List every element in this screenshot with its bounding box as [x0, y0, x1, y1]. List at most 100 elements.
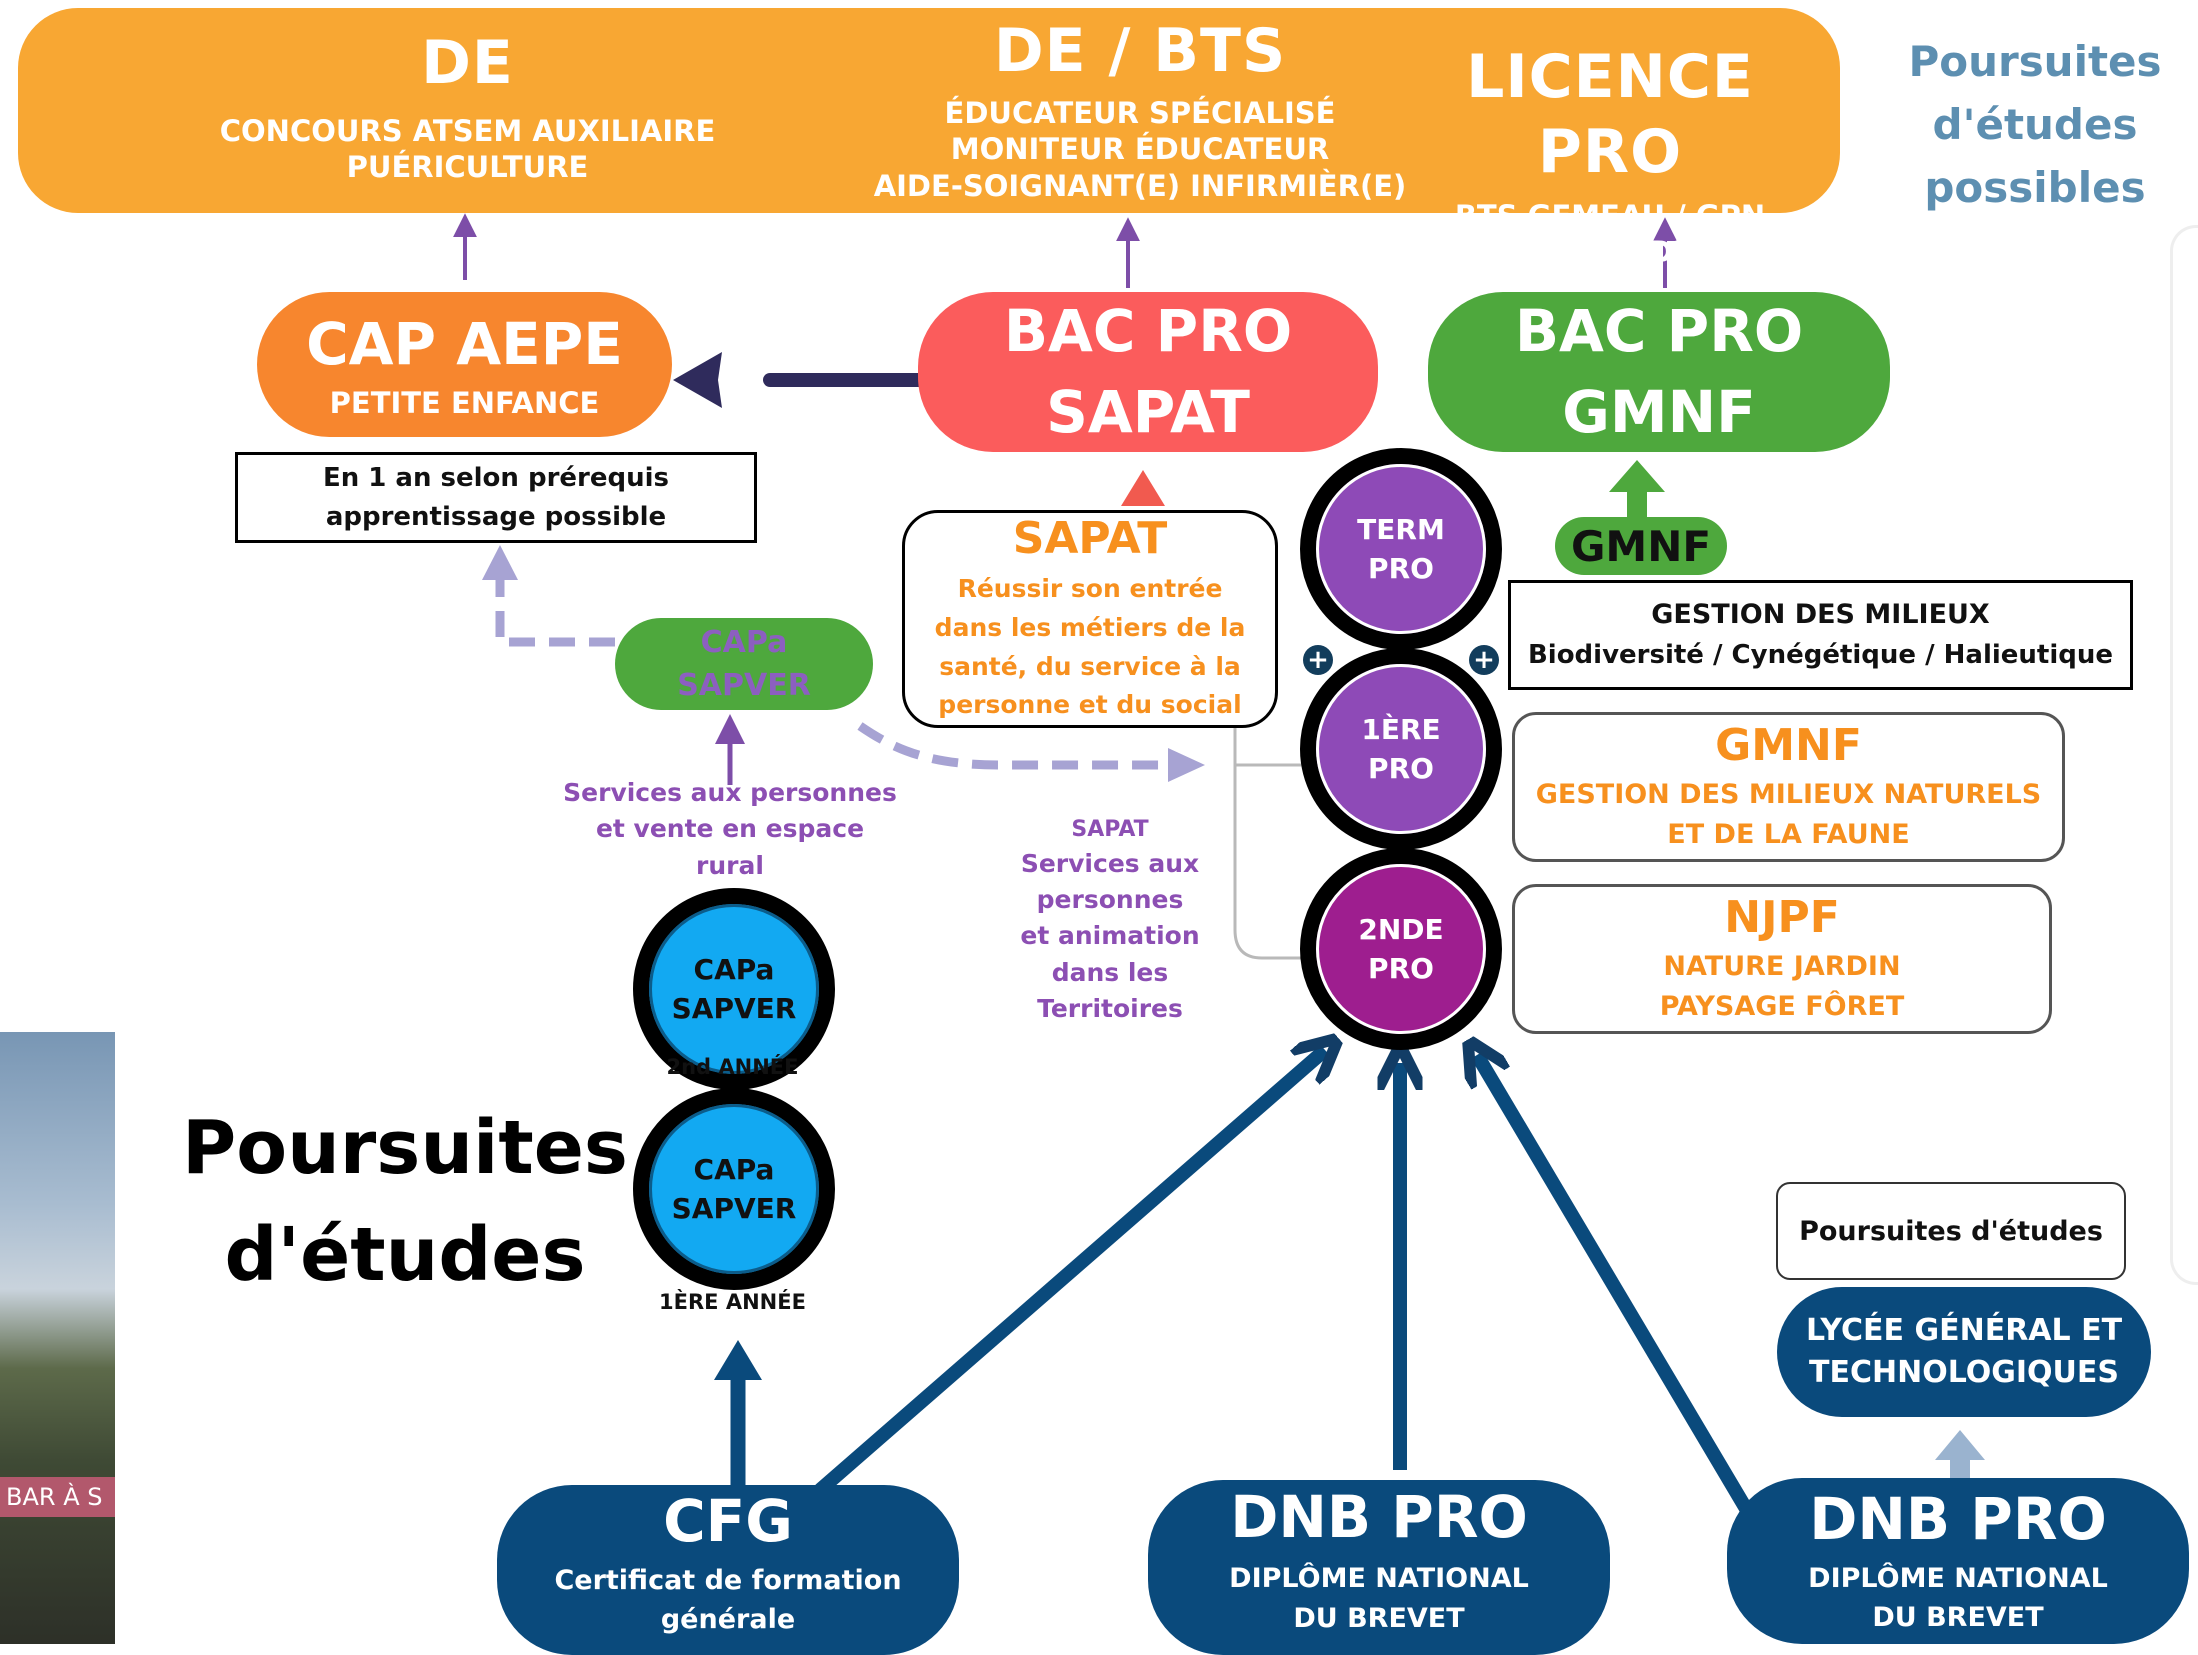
seconde-line-1: 2NDE: [1358, 912, 1444, 946]
dashed-capa-to-note: [495, 560, 615, 647]
gmnf-box-body: GESTION DES MILIEUX NATURELS ET DE LA FA…: [1536, 775, 2042, 853]
sapat-side-line-4: et animation: [1020, 921, 1200, 951]
banner-de-bts-line-2: MONITEUR ÉDUCATEUR: [950, 132, 1330, 167]
sapat-box-title: SAPAT: [1012, 513, 1168, 564]
gmnf-box: GMNF GESTION DES MILIEUX NATURELS ET DE …: [1512, 712, 2065, 862]
cfg-line-1: Certificat de formation: [554, 1564, 902, 1596]
sapat-side-line-6: Territoires: [1037, 993, 1183, 1023]
note-box: En 1 an selon prérequis apprentissage po…: [235, 452, 757, 543]
sapat-side-line-5: dans les: [1051, 957, 1169, 987]
capa-desc-line-2: et vente en espace rural: [595, 814, 865, 880]
sapat-side-description: SAPAT Services aux personnes et animatio…: [1010, 814, 1210, 1027]
term-line-1: TERM: [1357, 512, 1445, 546]
big-heading-line-1: Poursuites: [182, 1105, 628, 1191]
premiere-pro-circle: 1ÈRE PRO: [1300, 648, 1502, 850]
lycee-line-1: LYCÉE GÉNÉRAL ET: [1805, 1313, 2123, 1348]
dnb-right-line-1: DIPLÔME NATIONAL: [1808, 1562, 2108, 1594]
cap-aepe-pill: CAP AEPE PETITE ENFANCE: [257, 292, 672, 437]
sapat-box: SAPAT Réussir son entrée dans les métier…: [902, 510, 1278, 728]
sapat-side-line-2: Services aux: [1020, 848, 1200, 878]
photo-thumbnail: BAR À S: [0, 1032, 115, 1644]
capa-y1-line-1: CAPa: [693, 1152, 775, 1186]
gmnf-box-line-2: ET DE LA FAUNE: [1667, 818, 1910, 850]
capa-top-line-1: CAPa: [700, 624, 788, 660]
lycee-line-2: TECHNOLOGIQUES: [1809, 1355, 2119, 1390]
banner-de-bts-title: DE / BTS: [993, 16, 1287, 86]
dnb-pro-right-pill: DNB PRO DIPLÔME NATIONAL DU BREVET: [1727, 1478, 2189, 1644]
capa-y2-caption: 2nd ANNÉE: [666, 1055, 799, 1079]
bac-pro-gmnf-pill: BAC PRO GMNF: [1428, 292, 1890, 452]
arrow-dnb2-to-seconde: [1477, 1055, 1755, 1516]
arrow-to-bac-sapat: [1121, 470, 1165, 506]
arrow-cfg-to-seconde: [815, 1050, 1325, 1496]
capa-description: Services aux personnes et vente en espac…: [560, 775, 900, 884]
sapat-box-body: Réussir son entrée dans les métiers de l…: [935, 570, 1246, 725]
background-card-edge: [2170, 225, 2198, 1285]
cap-aepe-title: CAP AEPE: [306, 309, 623, 378]
capa-top-line-2: SAPVER: [677, 668, 811, 703]
sapat-box-line-3: santé, du service à la: [939, 651, 1241, 681]
side-heading-line-3: possibles: [1924, 163, 2146, 212]
gestion-title: GESTION DES MILIEUX: [1651, 599, 1990, 631]
bac-pro-sapat-pill: BAC PRO SAPAT: [918, 292, 1378, 452]
banner-licence-title: LICENCE PRO: [1466, 42, 1754, 187]
banner-de-title: DE: [421, 28, 514, 98]
njpf-box-line-2: PAYSAGE FÔRET: [1659, 990, 1905, 1022]
poursuites-box: Poursuites d'études: [1776, 1182, 2126, 1280]
capa-y1-caption: 1ÈRE ANNÉE: [659, 1290, 806, 1314]
big-heading: Poursuites d'études: [182, 1095, 628, 1310]
arrow-to-bac-gmnf: [1609, 460, 1665, 518]
dnb-mid-title: DNB PRO: [1230, 1483, 1528, 1552]
side-heading-line-1: Poursuites: [1908, 37, 2162, 86]
gmnf-tag: GMNF: [1555, 517, 1727, 575]
sapat-box-line-4: personne et du social: [938, 690, 1242, 720]
note-line-1: En 1 an selon prérequis: [322, 462, 670, 493]
capa-desc-line-1: Services aux personnes: [563, 778, 897, 807]
photo-sign: BAR À S: [0, 1477, 115, 1517]
plus-icon: +: [1303, 645, 1333, 675]
gmnf-box-line-1: GESTION DES MILIEUX NATURELS: [1535, 779, 2042, 811]
capa-sapver-pill: CAPa SAPVER: [615, 618, 873, 710]
side-heading-line-2: d'études: [1932, 100, 2138, 149]
plus-icon: +: [1469, 645, 1499, 675]
banner-de-line-2: PUÉRICULTURE: [346, 150, 589, 185]
banner-de-bts-line-1: ÉDUCATEUR SPÉCIALISÉ: [944, 96, 1336, 130]
side-heading: Poursuites d'études possibles: [1885, 30, 2185, 219]
cfg-line-2: générale: [660, 1604, 796, 1635]
banner-de-line-1: CONCOURS ATSEM AUXILIAIRE: [219, 114, 716, 148]
seconde-pro-circle: 2NDE PRO: [1300, 848, 1502, 1050]
dnb-mid-line-1: DIPLÔME NATIONAL: [1229, 1563, 1529, 1595]
bac-gmnf-line-1: BAC PRO: [1514, 296, 1804, 365]
capa-y2-line-1: CAPa: [693, 952, 775, 986]
note-line-2: apprentissage possible: [325, 501, 667, 532]
njpf-box: NJPF NATURE JARDIN PAYSAGE FÔRET: [1512, 884, 2052, 1034]
premiere-line-2: PRO: [1368, 752, 1434, 785]
sapat-box-line-2: dans les métiers de la: [934, 612, 1246, 642]
dnb-pro-pill: DNB PRO DIPLÔME NATIONAL DU BREVET: [1148, 1480, 1610, 1655]
arrow-dnb-to-lycee: [1935, 1430, 1985, 1482]
njpf-box-body: NATURE JARDIN PAYSAGE FÔRET: [1660, 947, 1905, 1025]
cfg-pill: CFG Certificat de formation générale: [497, 1485, 959, 1655]
dnb-right-title: DNB PRO: [1809, 1484, 2107, 1553]
premiere-line-1: 1ÈRE: [1361, 712, 1441, 746]
cfg-title: CFG: [663, 1486, 793, 1555]
seconde-line-2: PRO: [1368, 952, 1434, 985]
banner-licence: LICENCE PRO BTS GEMEAU / GPN BPJEPS GUID…: [1385, 40, 1835, 271]
capa-y2-line-2: SAPVER: [671, 992, 797, 1025]
njpf-box-line-1: NATURE JARDIN: [1663, 951, 1901, 983]
gestion-box: GESTION DES MILIEUX Biodiversité / Cynég…: [1508, 580, 2133, 690]
big-heading-line-2: d'études: [224, 1212, 586, 1299]
bac-gmnf-line-2: GMNF: [1562, 378, 1756, 446]
top-banner: [18, 8, 1840, 213]
dashed-capa-to-premiere: [857, 722, 1175, 770]
banner-de-bts: DE / BTS ÉDUCATEUR SPÉCIALISÉ MONITEUR É…: [860, 14, 1420, 204]
sapat-side-line-3: personnes: [1036, 885, 1184, 915]
arrow-sapat-to-cap-head: [673, 352, 722, 408]
banner-licence-line-1: BTS GEMEAU / GPN: [1454, 199, 1766, 233]
banner-de: DE CONCOURS ATSEM AUXILIAIRE PUÉRICULTUR…: [190, 26, 745, 186]
bac-sapat-line-2: SAPAT: [1046, 378, 1250, 446]
sapat-box-line-1: Réussir son entrée: [957, 574, 1223, 603]
banner-licence-line-2: BPJEPS GUIDE DE PÊCHE: [1410, 235, 1810, 270]
